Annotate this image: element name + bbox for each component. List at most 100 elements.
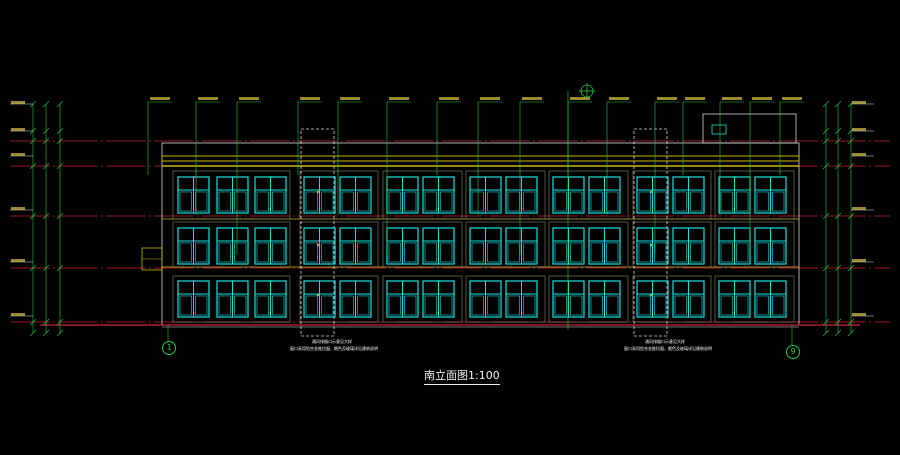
window-unit-39 — [552, 280, 585, 318]
right-dim-tick-1-7 — [834, 329, 842, 337]
window-sash-right — [523, 242, 536, 263]
window-sash-left — [756, 242, 769, 263]
left-dim-tick-1-6 — [42, 318, 50, 326]
window-unit-25 — [588, 227, 621, 265]
right-dim-tick-1-6 — [834, 318, 842, 326]
left-dim-tick-2-6 — [56, 318, 64, 326]
leader-label-7 — [480, 97, 500, 100]
window-unit-2 — [254, 176, 287, 214]
right-dim-tick-1-2 — [834, 137, 842, 145]
window-sash-left — [674, 191, 687, 212]
window-unit-7 — [469, 176, 502, 214]
window-unit-17 — [254, 227, 287, 265]
bay-frame-4-2 — [548, 275, 629, 323]
leader-label-6 — [439, 97, 459, 100]
window-sash-left — [507, 242, 520, 263]
window-sash-left — [638, 242, 651, 263]
window-unit-33 — [303, 280, 336, 318]
left-level-flag-4 — [11, 259, 25, 262]
window-sash-right — [272, 295, 285, 316]
window-unit-34 — [339, 280, 372, 318]
right-level-flag-4 — [852, 259, 866, 262]
left-level-flag-2 — [11, 153, 25, 156]
left-level-flag-1 — [11, 128, 25, 131]
leader-label-11 — [657, 97, 677, 100]
window-sash-left — [638, 295, 651, 316]
right-dim-tick-0-3 — [822, 162, 830, 170]
window-sash-left — [256, 295, 269, 316]
bay-frame-3-0 — [465, 170, 546, 220]
window-sash-right — [487, 242, 500, 263]
left-dim-tick-0-2 — [29, 137, 37, 145]
right-level-flag-5 — [852, 313, 866, 316]
window-sash-left — [674, 295, 687, 316]
window-array — [177, 176, 787, 318]
window-sash-right — [440, 242, 453, 263]
window-unit-0 — [177, 176, 210, 214]
leader-label-2 — [239, 97, 259, 100]
window-sash-left — [179, 191, 192, 212]
window-sash-left — [756, 295, 769, 316]
window-sash-right — [487, 191, 500, 212]
bay-frame-6-2 — [714, 275, 795, 323]
drawing-title: 南立面图1:100 — [424, 367, 500, 385]
window-sash-right — [272, 242, 285, 263]
bay-frame-2-2 — [382, 275, 463, 323]
right-dim-tick-0-4 — [822, 212, 830, 220]
window-sash-left — [305, 295, 318, 316]
bay-frame-0-1 — [172, 221, 291, 268]
note-left-line1: 通风排烟口示意见大样 — [312, 339, 352, 344]
left-dim-tick-1-3 — [42, 162, 50, 170]
leader-label-13 — [722, 97, 742, 100]
window-sash-right — [570, 191, 583, 212]
axis-marker-right: 9 — [786, 345, 800, 359]
right-level-flag-0 — [852, 101, 866, 104]
window-unit-44 — [754, 280, 787, 318]
window-sash-left — [179, 242, 192, 263]
window-sash-left — [590, 242, 603, 263]
right-dim-tick-2-4 — [847, 212, 855, 220]
window-unit-16 — [216, 227, 249, 265]
window-sash-right — [404, 295, 417, 316]
right-dim-tick-1-3 — [834, 162, 842, 170]
window-sash-right — [440, 191, 453, 212]
right-level-flag-2 — [852, 153, 866, 156]
window-sash-left — [720, 191, 733, 212]
window-sash-right — [404, 242, 417, 263]
window-sash-right — [606, 242, 619, 263]
note-right-line1: 通风排烟口示意见大样 — [645, 339, 685, 344]
dimension-chains — [10, 100, 874, 345]
leader-label-15 — [782, 97, 802, 100]
window-sash-right — [690, 242, 703, 263]
drawing-title-text: 南立面图 — [424, 369, 468, 382]
left-dim-tick-1-4 — [42, 212, 50, 220]
window-unit-40 — [588, 280, 621, 318]
window-sash-right — [570, 295, 583, 316]
note-right-line2: 窗口采用铝合金推拉窗，颜色及玻璃详见建筑说明 — [624, 346, 712, 351]
right-dim-tick-0-0 — [822, 100, 830, 108]
axis-left-text: 1 — [166, 343, 172, 352]
vent-zone-1 — [633, 128, 668, 337]
right-dim-tick-0-6 — [822, 318, 830, 326]
leader-label-14 — [752, 97, 772, 100]
window-sash-right — [234, 242, 247, 263]
leader-label-4 — [340, 97, 360, 100]
right-level-flag-3 — [852, 207, 866, 210]
window-sash-left — [218, 242, 231, 263]
right-dim-tick-2-2 — [847, 137, 855, 145]
roof-window — [711, 124, 727, 135]
window-unit-11 — [636, 176, 669, 214]
window-unit-31 — [216, 280, 249, 318]
right-dim-tick-1-5 — [834, 264, 842, 272]
bay-frame-2-0 — [382, 170, 463, 220]
left-dim-tick-0-6 — [29, 318, 37, 326]
right-dim-tick-0-1 — [822, 127, 830, 135]
window-sash-left — [388, 191, 401, 212]
window-unit-21 — [422, 227, 455, 265]
window-sash-right — [234, 191, 247, 212]
window-sash-right — [523, 295, 536, 316]
left-dim-tick-1-0 — [42, 100, 50, 108]
bay-frame-4-1 — [548, 221, 629, 268]
leader-label-9 — [570, 97, 590, 100]
